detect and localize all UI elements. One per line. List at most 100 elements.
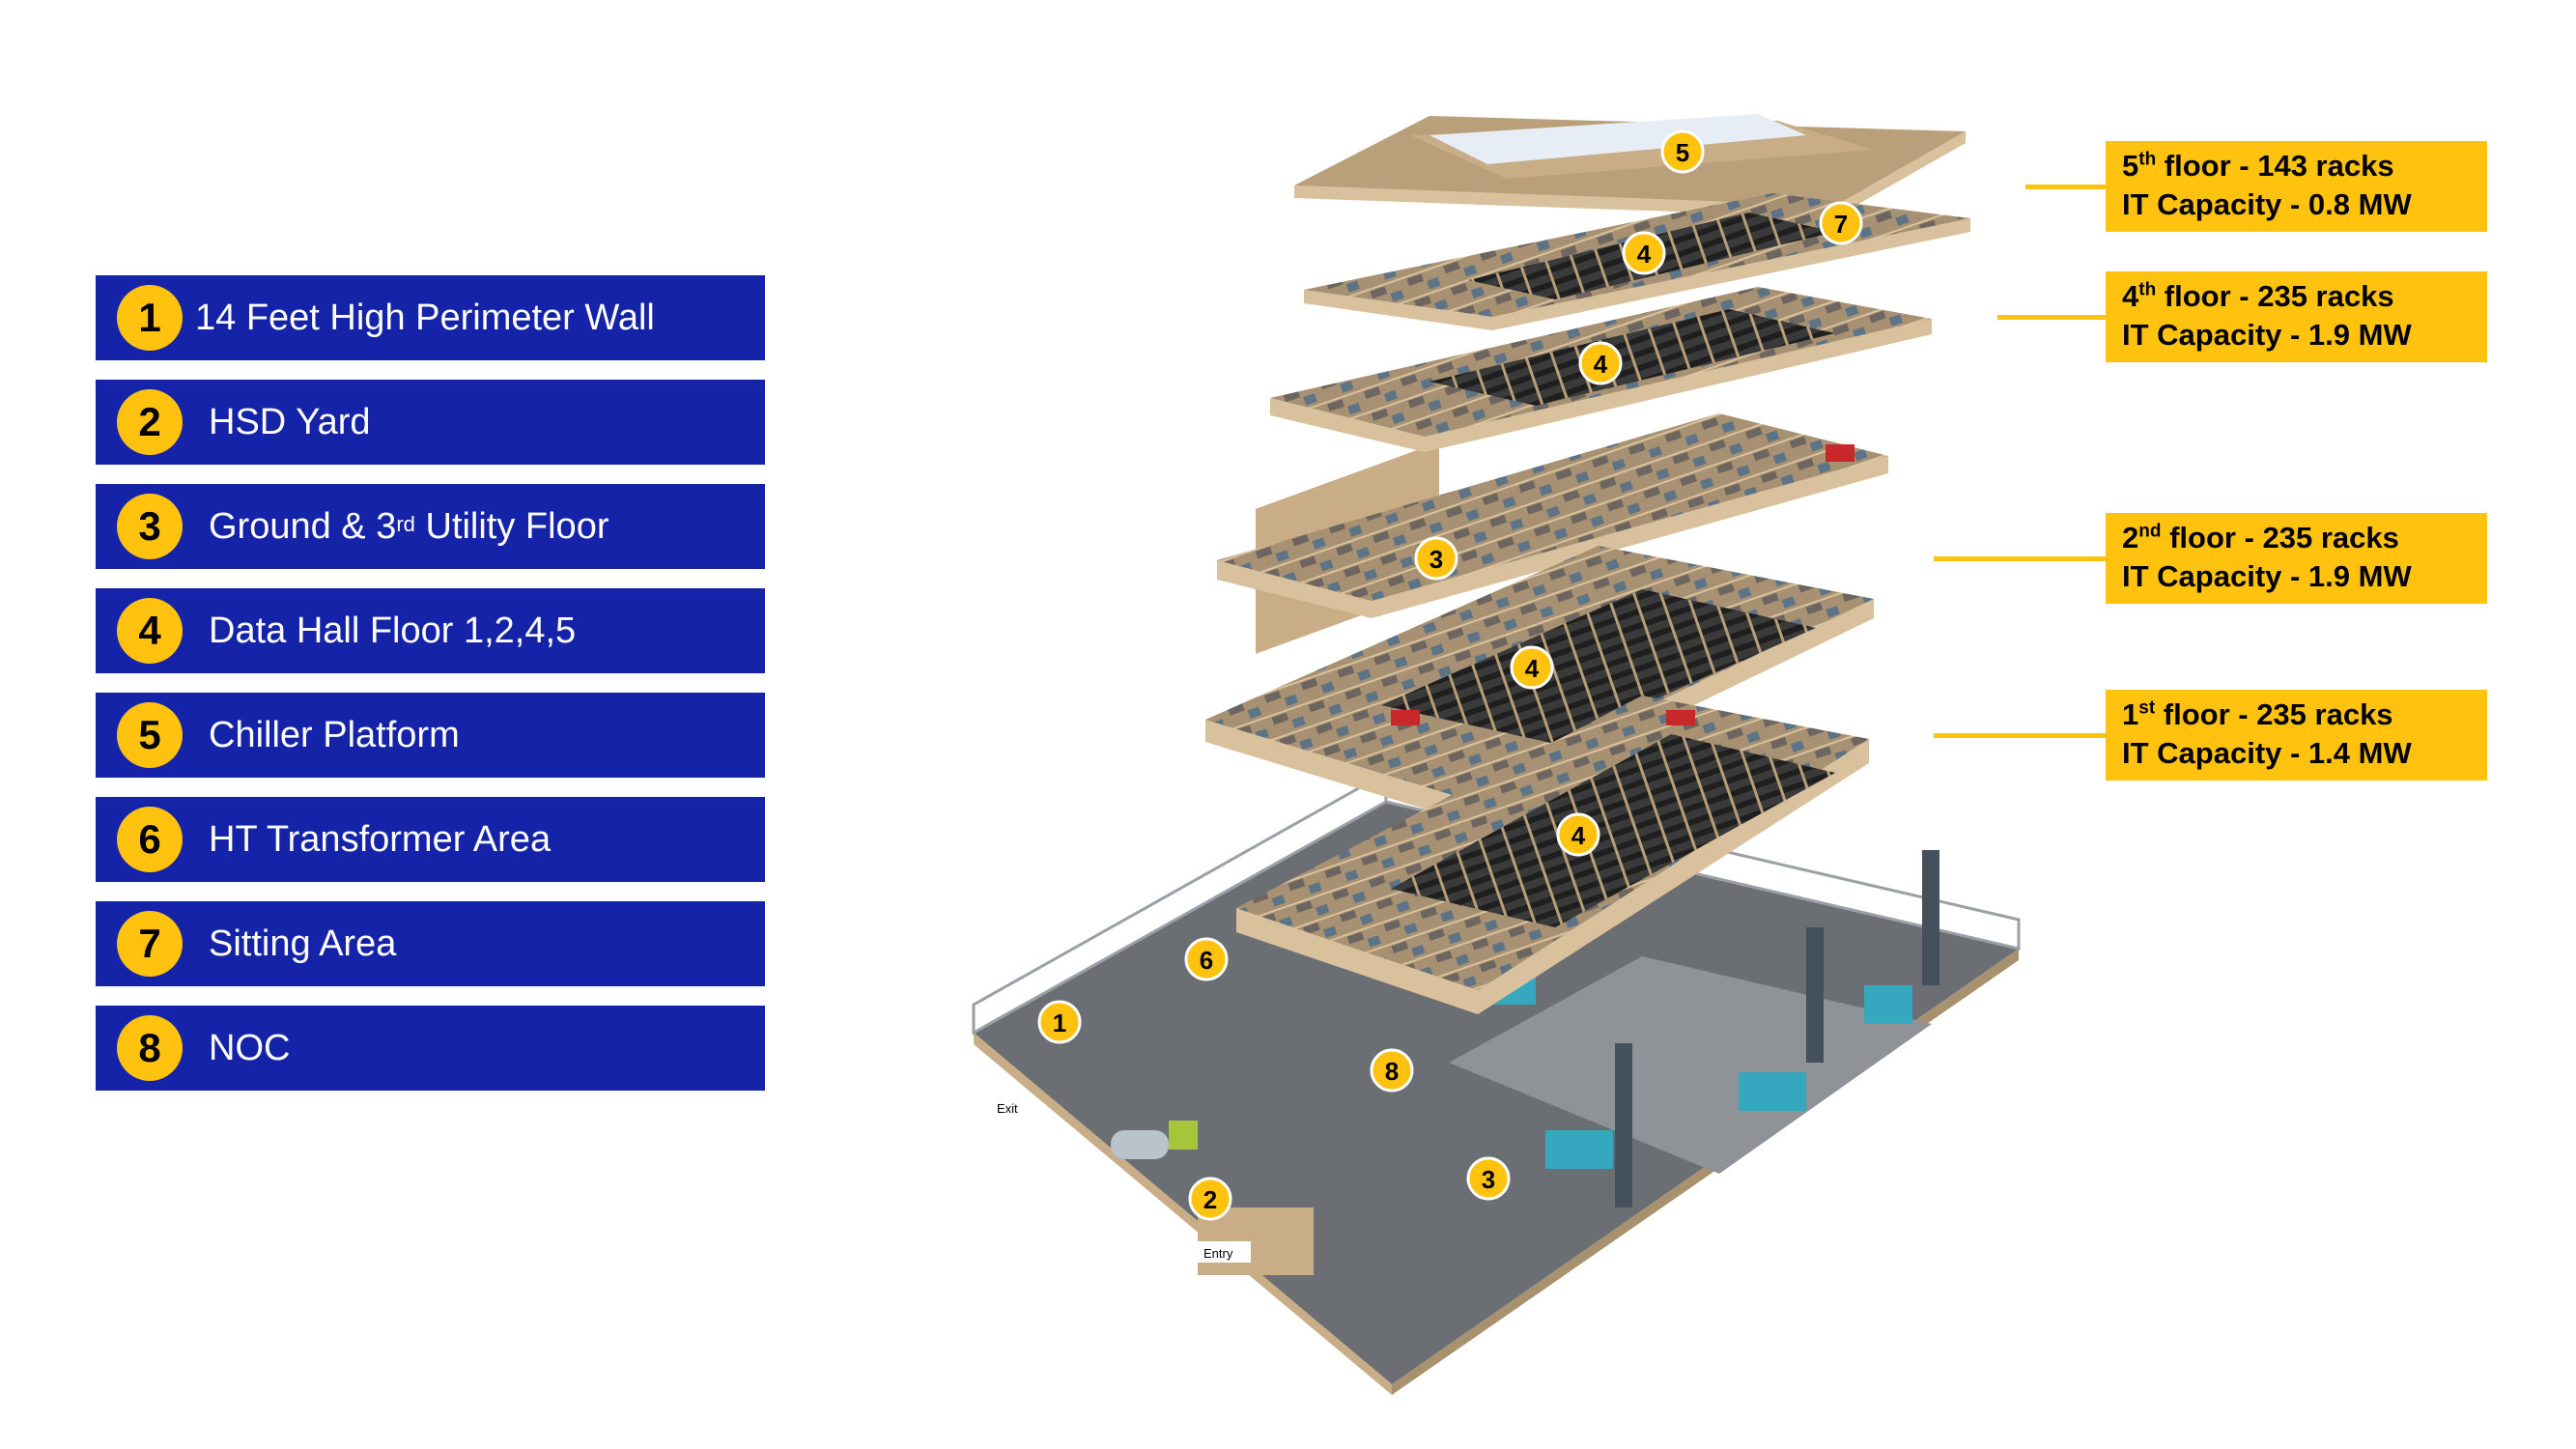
floor-chiller	[1294, 114, 1966, 217]
marker: 4	[1510, 645, 1554, 690]
callout-floor-num: 4	[2122, 279, 2139, 313]
marker-circle	[1556, 812, 1600, 857]
legend-item-1: 1 14 Feet High Perimeter Wall	[96, 275, 765, 360]
legend-badge: 2	[117, 389, 183, 455]
exit-sign: Exit	[985, 1096, 1032, 1118]
exhaust-stack	[1806, 927, 1824, 1063]
marker: 2	[1188, 1177, 1232, 1221]
entry-sign-text: Entry	[1203, 1246, 1233, 1261]
marker-circle	[1370, 1048, 1414, 1093]
marker-label: 7	[1834, 210, 1848, 239]
rack-rows	[1391, 734, 1835, 927]
callout-floor-sup: st	[2138, 697, 2156, 719]
callout-floor-text: floor - 235 racks	[2155, 697, 2393, 731]
legend-label: HSD Yard	[209, 401, 371, 442]
entry-sign: Entry	[1193, 1241, 1251, 1263]
legend-label: NOC	[209, 1027, 291, 1068]
callout-floor-line: 4th floor - 235 racks	[2122, 277, 2487, 316]
legend-badge: 8	[117, 1015, 183, 1081]
generator	[1545, 1130, 1613, 1169]
callout-floor-num: 5	[2122, 149, 2139, 183]
entry-sign-plate	[1193, 1241, 1251, 1263]
marker-circle	[1037, 1000, 1082, 1044]
hsd-tank	[1111, 1130, 1169, 1159]
generator	[1864, 985, 1912, 1024]
exhaust-stack	[1615, 1043, 1632, 1208]
callout-floor-sup: th	[2138, 279, 2157, 300]
exit-sign-text: Exit	[997, 1101, 1018, 1116]
floor-3-utility	[1217, 413, 1888, 618]
marker: 5	[1660, 129, 1705, 174]
marker-label: 3	[1482, 1165, 1495, 1194]
marker-circle	[1578, 341, 1623, 385]
marker-circle	[1188, 1177, 1232, 1221]
legend-badge: 4	[117, 598, 183, 664]
marker-circle	[1414, 536, 1458, 581]
callout-floor-line: 2nd floor - 235 racks	[2122, 519, 2487, 557]
callout-floor-sup: th	[2138, 149, 2157, 170]
floor-edge	[1236, 739, 1869, 1014]
callout-floor-num: 1	[2122, 697, 2139, 731]
exit-sign-plate	[985, 1096, 1032, 1118]
marker-circle	[1184, 937, 1229, 981]
equipment-red	[1826, 444, 1854, 462]
marker-circle	[1622, 231, 1666, 275]
equipment-red	[1391, 710, 1420, 725]
legend-label: Data Hall Floor 1,2,4,5	[209, 610, 577, 651]
callout-line	[2025, 185, 2106, 189]
marker: 8	[1370, 1048, 1414, 1093]
callout-floor-line: 5th floor - 143 racks	[2122, 147, 2487, 185]
callout-capacity: IT Capacity - 1.9 MW	[2122, 318, 2412, 352]
generator	[1739, 1072, 1806, 1111]
marker-circle	[1466, 1156, 1511, 1201]
callout-line	[1934, 733, 2106, 738]
equipment-red	[1666, 710, 1695, 725]
legend-item-8: 8 NOC	[96, 1006, 765, 1091]
marker-label: 4	[1637, 240, 1652, 269]
legend-item-2: 2 HSD Yard	[96, 380, 765, 465]
chiller-units	[1430, 114, 1806, 164]
callout-floor-line: 1st floor - 235 racks	[2122, 696, 2487, 734]
exhaust-stack	[1922, 850, 1939, 985]
legend-label: HT Transformer Area	[209, 818, 552, 860]
ground-level: Exit Entry	[972, 441, 2021, 1395]
legend-badge: 5	[117, 702, 183, 768]
marker: 1	[1037, 1000, 1082, 1044]
legend-badge: 1	[117, 285, 183, 351]
marker-label: 4	[1594, 350, 1608, 379]
marker-label: 8	[1385, 1057, 1399, 1086]
legend-label: Chiller Platform	[209, 714, 460, 755]
marker: 6	[1184, 937, 1229, 981]
marker-label: 4	[1571, 821, 1586, 850]
legend-label: Sitting Area	[209, 923, 397, 964]
callout-floor-5: 5th floor - 143 racks IT Capacity - 0.8 …	[2106, 141, 2487, 232]
callout-floor-num: 2	[2122, 521, 2139, 554]
marker-label: 4	[1525, 654, 1540, 683]
callout-capacity: IT Capacity - 1.4 MW	[2122, 736, 2412, 770]
marker-label: 2	[1203, 1185, 1217, 1214]
marker: 4	[1556, 812, 1600, 857]
rack-rows	[1430, 309, 1835, 406]
marker-circle	[1660, 129, 1705, 174]
legend-label-sup: rd	[396, 512, 415, 536]
marker-label: 5	[1676, 138, 1689, 167]
legend-item-6: 6 HT Transformer Area	[96, 797, 765, 882]
legend-item-4: 4 Data Hall Floor 1,2,4,5	[96, 588, 765, 673]
callout-capacity: IT Capacity - 1.9 MW	[2122, 559, 2412, 593]
legend: 1 14 Feet High Perimeter Wall 2 HSD Yard…	[96, 275, 765, 1110]
marker-label: 1	[1053, 1009, 1066, 1037]
marker: 7	[1819, 201, 1863, 245]
legend-item-5: 5 Chiller Platform	[96, 693, 765, 778]
callout-floor-4: 4th floor - 235 racks IT Capacity - 1.9 …	[2106, 271, 2487, 362]
callout-floor-text: floor - 143 racks	[2156, 149, 2394, 183]
truck-cab	[1169, 1121, 1198, 1150]
floor-slab	[1217, 413, 1888, 601]
marker: 4	[1578, 341, 1623, 385]
marker: 3	[1414, 536, 1458, 581]
callout-floor-2: 2nd floor - 235 racks IT Capacity - 1.9 …	[2106, 513, 2487, 604]
marker-label: 6	[1200, 946, 1213, 975]
legend-label: 14 Feet High Perimeter Wall	[195, 297, 655, 338]
callout-line	[1934, 556, 2106, 561]
